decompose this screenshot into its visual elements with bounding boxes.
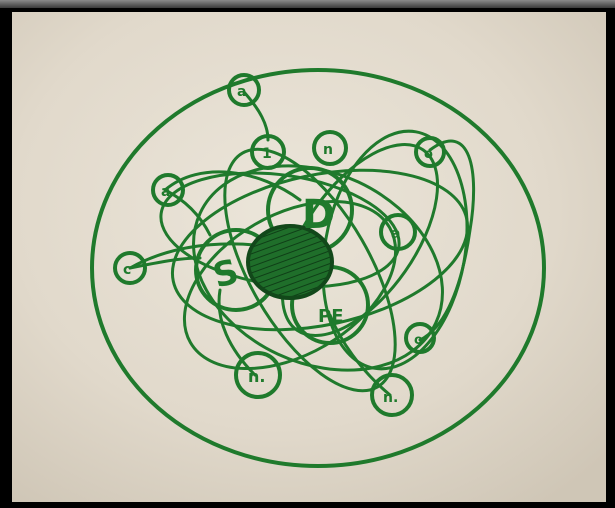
svg-text:n.: n. <box>248 367 265 386</box>
svg-text:o: o <box>414 333 423 348</box>
svg-text:1: 1 <box>262 146 272 162</box>
svg-text:a: a <box>161 184 170 200</box>
nucleus-letter-top: D <box>302 192 335 238</box>
svg-text:a: a <box>237 84 246 100</box>
svg-text:n: n <box>323 142 333 158</box>
nucleus-letter-bottom: PE <box>318 306 344 327</box>
svg-text:c: c <box>123 262 131 278</box>
svg-text:n.: n. <box>383 390 398 406</box>
svg-text:o: o <box>424 147 433 162</box>
svg-text:a: a <box>391 226 400 242</box>
